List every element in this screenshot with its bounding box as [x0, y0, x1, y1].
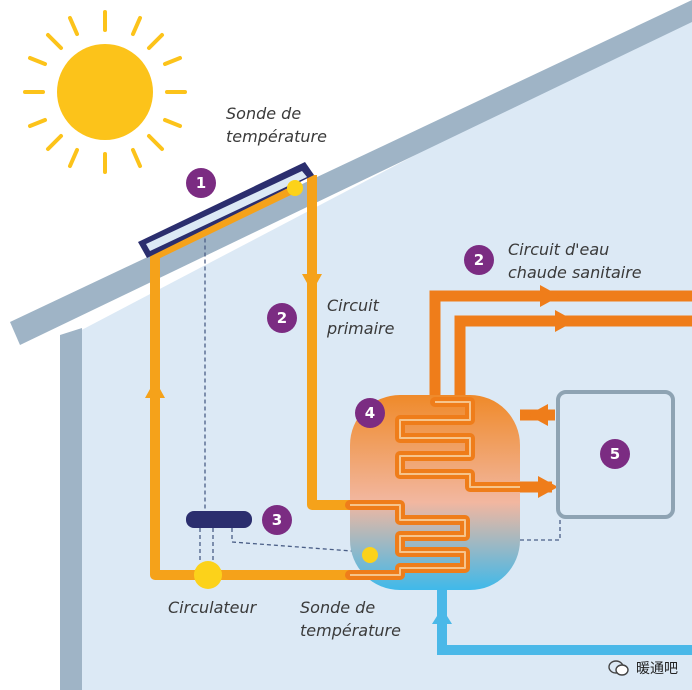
hot-water-pipe-1: [429, 290, 692, 400]
primary-down-arrow: [302, 274, 322, 292]
backup-return-arrow: [528, 404, 548, 426]
circuit-eau-label-line1: Circuit d'eau: [508, 240, 610, 259]
cold-water-arrow: [432, 608, 452, 624]
sonde-top-label-line2: température: [226, 127, 327, 146]
controller-unit: [186, 511, 252, 528]
left-wall: [60, 328, 82, 690]
cold-water-pipe: [437, 575, 692, 655]
badge-2-circuit-eau: 2: [464, 245, 494, 275]
lower-coil-highlight: [350, 504, 466, 576]
watermark-text: 暖通吧: [636, 661, 678, 677]
badge-4: 4: [355, 398, 385, 428]
upper-coil-highlight: [399, 401, 520, 488]
circuit-eau-label-line2: chaude sanitaire: [508, 263, 642, 282]
badge-5: 5: [600, 439, 630, 469]
circuit-primaire-label-line2: primaire: [327, 319, 395, 338]
circulator-pump: [194, 561, 222, 589]
hot-water-arrow-2: [555, 310, 575, 332]
panel-temperature-sensor: [287, 180, 303, 196]
hot-water-pipe-2: [454, 315, 692, 400]
chat-bubble-icon: [608, 660, 629, 676]
sonde-top-label-line1: Sonde de: [226, 104, 302, 123]
badge-3: 3: [262, 505, 292, 535]
sun-icon: [23, 10, 187, 174]
hot-water-arrow-1: [540, 285, 560, 307]
circulateur-label: Circulateur: [168, 598, 257, 617]
backup-supply-arrow: [538, 476, 558, 498]
badge-2-circuit-primaire: 2: [267, 303, 297, 333]
primary-up-arrow: [145, 380, 165, 398]
badge-1: 1: [186, 168, 216, 198]
storage-tank: [350, 395, 520, 590]
sonde-bottom-label-line1: Sonde de: [300, 598, 376, 617]
roof: [10, 0, 692, 345]
house-interior: [72, 10, 692, 690]
circuit-primaire-label-line1: Circuit: [327, 296, 379, 315]
watermark: 暖通吧: [608, 658, 678, 678]
solar-panel-glass: [146, 171, 307, 251]
sonde-bottom-label-line2: température: [300, 621, 401, 640]
tank-temperature-sensor: [362, 547, 378, 563]
